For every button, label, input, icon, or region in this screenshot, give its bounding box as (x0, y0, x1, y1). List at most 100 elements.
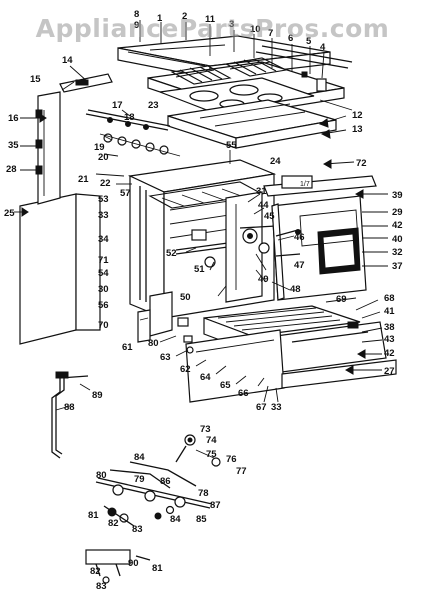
callout-c25: 25 (4, 208, 15, 219)
callout-c57: 57 (120, 188, 131, 199)
callout-c83a: 83 (132, 524, 143, 535)
callout-c83b: 83 (96, 581, 107, 592)
callout-c33b: 33 (271, 402, 282, 413)
orifice-hood-parts (103, 505, 175, 527)
callout-c16: 16 (8, 113, 19, 124)
callout-c22: 22 (100, 178, 111, 189)
callout-c39: 39 (392, 190, 403, 201)
callout-c31: 31 (256, 186, 267, 197)
callout-c86: 86 (160, 476, 171, 487)
callout-c28: 28 (6, 164, 17, 175)
door-hinge-parts (275, 229, 301, 257)
burner-grate-right (224, 57, 288, 77)
callout-c68: 68 (384, 293, 395, 304)
callout-c42a: 42 (392, 220, 403, 231)
callout-c69: 69 (336, 294, 347, 305)
callout-c7: 7 (268, 28, 273, 39)
callout-c71: 71 (98, 255, 109, 266)
callout-c75: 75 (206, 449, 217, 460)
callout-c82a: 82 (108, 518, 119, 529)
callout-c74: 74 (206, 435, 217, 446)
callout-c51: 51 (194, 264, 205, 275)
callout-c13: 13 (352, 124, 363, 135)
callout-c43: 43 (384, 334, 395, 345)
thermostat-valve-assembly (239, 225, 277, 271)
burner-grate-left (170, 65, 232, 85)
drip-bowls-top (159, 77, 315, 113)
callout-c32: 32 (392, 247, 403, 258)
callout-c52: 52 (166, 248, 177, 259)
callout-c48: 48 (290, 284, 301, 295)
callout-c6: 6 (288, 33, 293, 44)
oven-front-frame (225, 191, 263, 303)
callout-c20: 20 (98, 152, 109, 163)
valve-knobs-row (99, 133, 181, 157)
callout-c3: 3 (229, 19, 234, 30)
callout-c5: 5 (306, 36, 312, 47)
callout-c23: 23 (148, 100, 159, 111)
callout-c63: 63 (160, 352, 171, 363)
callout-c53: 53 (98, 194, 109, 205)
regulator-assembly (85, 549, 151, 584)
left-side-panel (19, 193, 101, 345)
callout-c50: 50 (180, 292, 191, 303)
callout-c66: 66 (238, 388, 249, 399)
callout-c40: 40 (392, 234, 403, 245)
door-upper-trim: 1/7 (263, 175, 377, 197)
gas-supply-pipe (51, 371, 89, 459)
callout-c45: 45 (264, 211, 275, 222)
callout-c81b: 81 (152, 563, 163, 574)
callout-c61: 61 (122, 342, 133, 353)
callout-c73: 73 (200, 424, 211, 435)
callout-c12: 12 (352, 110, 363, 121)
callout-c70: 70 (98, 320, 109, 331)
callout-c42b: 42 (384, 348, 395, 359)
callout-c76: 76 (226, 454, 237, 465)
callout-c62: 62 (180, 364, 191, 375)
callout-c82b: 82 (90, 566, 101, 577)
callout-c27: 27 (384, 366, 395, 377)
callout-c85: 85 (196, 514, 207, 525)
control-panel-top-strip (59, 73, 113, 93)
burner-box-pan (167, 99, 337, 149)
callout-c15: 15 (30, 74, 41, 85)
callout-c79: 79 (134, 474, 145, 485)
callout-c38: 38 (384, 322, 395, 333)
callout-c72: 72 (356, 158, 367, 169)
callout-c37: 37 (392, 261, 403, 272)
callout-c80b: 80 (96, 470, 107, 481)
right-side-trim-strips (255, 45, 353, 111)
callout-c17: 17 (112, 100, 123, 111)
callout-c21: 21 (78, 174, 89, 185)
callout-c1: 1 (157, 13, 163, 24)
callout-c87: 87 (210, 500, 221, 511)
callout-c90: 90 (128, 558, 139, 569)
valve-manifold-lower (95, 461, 213, 509)
callout-c11: 11 (205, 14, 216, 25)
callout-c55: 55 (226, 140, 237, 151)
callout-c24: 24 (270, 156, 281, 167)
callout-c9: 9 (134, 20, 139, 31)
callout-c18: 18 (124, 112, 135, 123)
manifold-pipe-top (85, 109, 171, 131)
broiler-drawer-cavity (137, 291, 173, 343)
callout-c54: 54 (98, 268, 109, 279)
callout-c2: 2 (182, 11, 187, 22)
callout-c30: 30 (98, 284, 109, 295)
callout-c65: 65 (220, 380, 231, 391)
callout-c88: 88 (64, 402, 75, 413)
callout-c84b: 84 (170, 514, 181, 525)
callout-c89: 89 (92, 390, 103, 401)
oven-door-window (299, 209, 361, 275)
callout-c29: 29 (392, 207, 403, 218)
callout-c67: 67 (256, 402, 267, 413)
callout-c81a: 81 (88, 510, 99, 521)
leader-lines (14, 20, 388, 411)
callout-c46: 46 (294, 232, 305, 243)
callout-c19: 19 (94, 142, 105, 153)
callout-c56: 56 (98, 300, 109, 311)
callout-c34: 34 (98, 234, 109, 245)
svg-text:1/7: 1/7 (300, 181, 310, 188)
